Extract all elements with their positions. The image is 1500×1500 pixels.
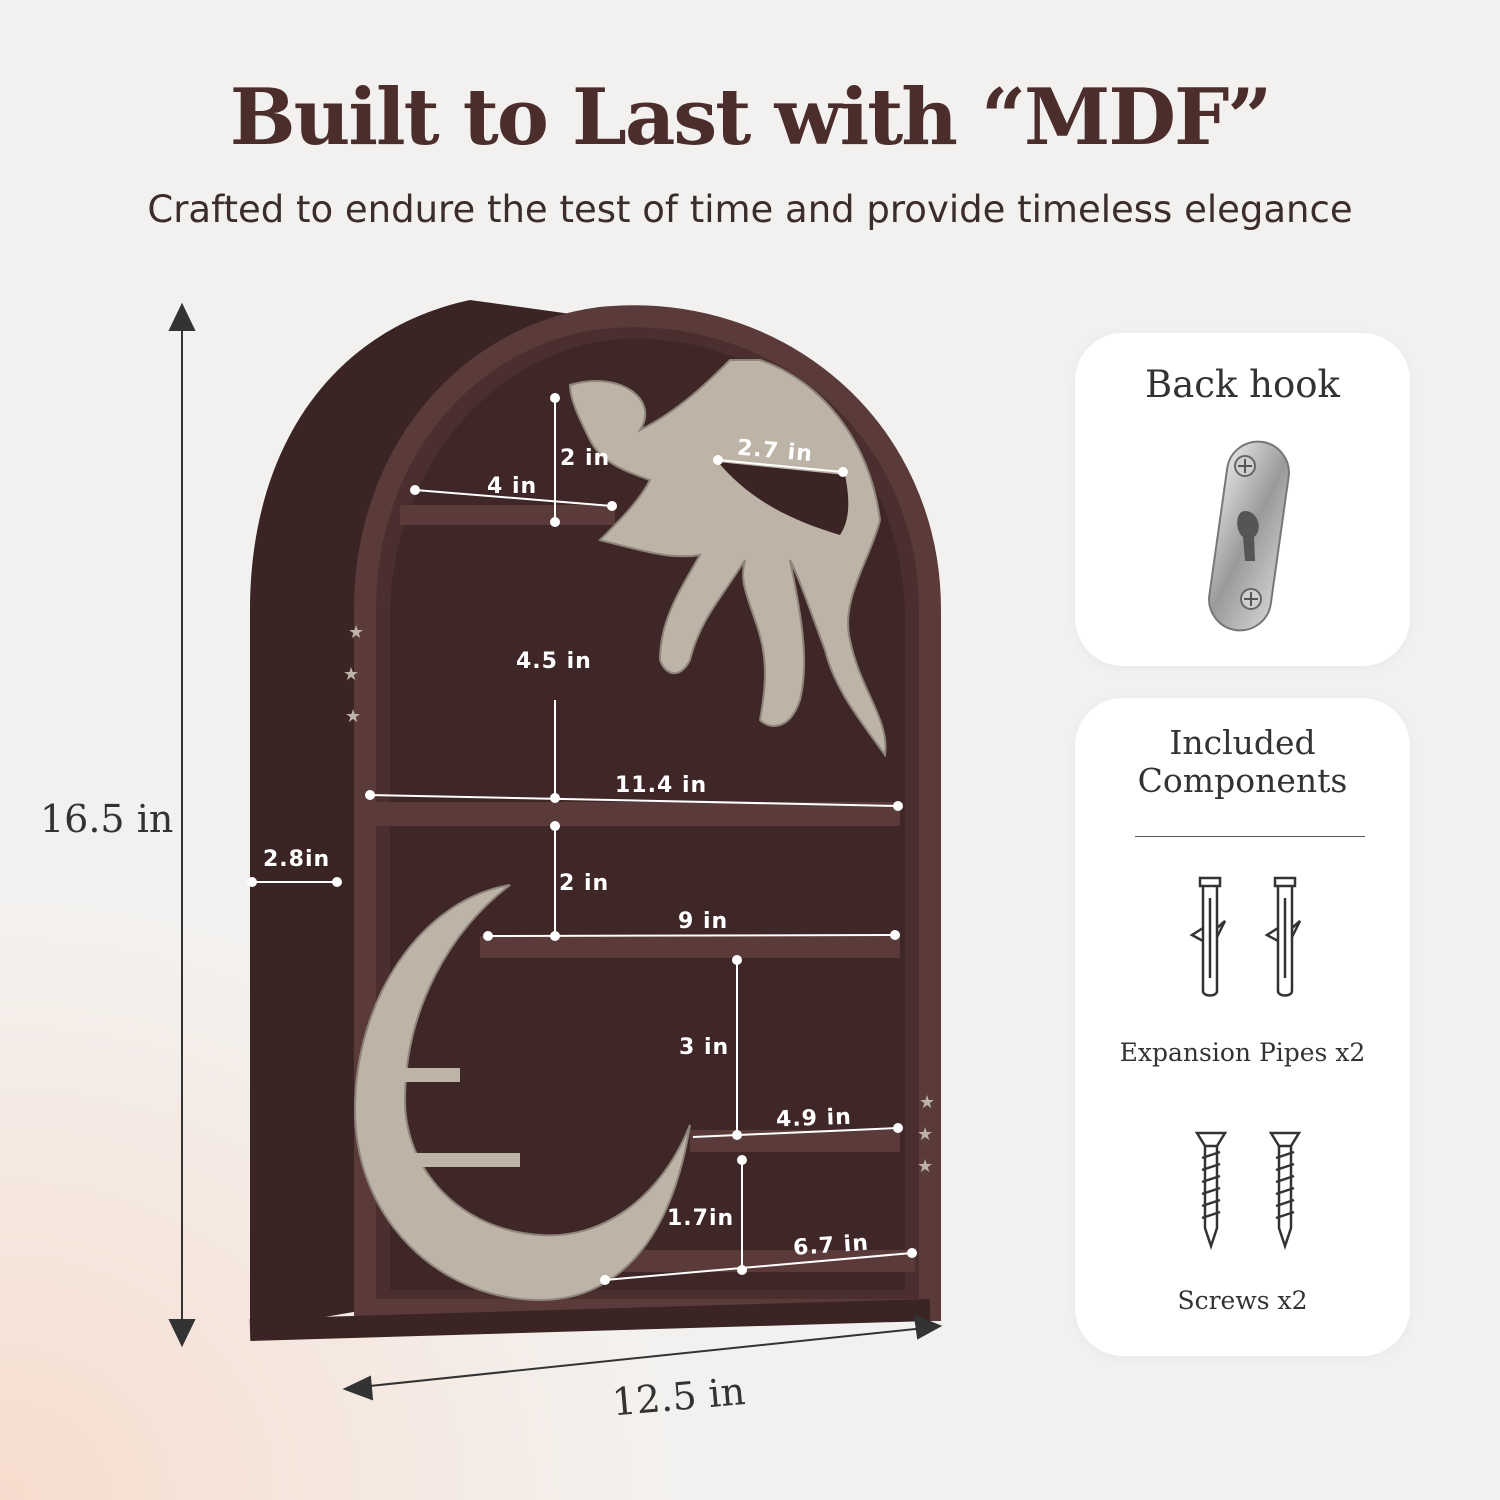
screw-icon [1194, 1131, 1302, 1250]
hook-icon [1208, 440, 1290, 632]
label-middle-shelf-width: 9 in [678, 909, 728, 934]
label-lower-gap: 3 in [679, 1035, 729, 1060]
back-hook-title: Back hook [1145, 363, 1340, 406]
page-subtitle: Crafted to endure the test of time and p… [147, 188, 1353, 231]
height-label: 16.5 in [40, 797, 173, 841]
label-top-shelf-gap: 2 in [560, 446, 610, 471]
shelf-board-top [400, 505, 615, 525]
label-bottom-gap: 1.7in [667, 1206, 734, 1231]
label-upper-gap: 4.5 in [516, 649, 592, 674]
moon-icon [353, 884, 691, 1302]
svg-text:★: ★ [343, 664, 359, 685]
anchor-icon [1189, 876, 1302, 997]
svg-text:★: ★ [919, 1092, 935, 1113]
components-title-line2: Components [1137, 761, 1348, 800]
label-top-shelf-width: 4 in [487, 474, 537, 499]
label-middle-gap: 2 in [559, 871, 609, 896]
height-arrow [168, 302, 196, 1348]
label-depth: 2.8in [263, 847, 330, 872]
shelf-board-full [370, 802, 900, 826]
svg-text:★: ★ [917, 1124, 933, 1145]
screws-label: Screws x2 [1177, 1286, 1308, 1315]
label-bottom-shelf-width: 6.7 in [792, 1231, 869, 1261]
shelf-board-middle [480, 936, 900, 958]
star-icon: ★ ★ ★ ★ ★ ★ [343, 622, 935, 1177]
shelf-frame [354, 305, 941, 1321]
components-divider [1135, 836, 1365, 837]
sun-icon [568, 359, 887, 758]
shelf-side [250, 300, 600, 1330]
expansion-pipes-label: Expansion Pipes x2 [1119, 1038, 1366, 1067]
measure-lines [247, 393, 917, 1285]
components-title-line1: Included [1169, 723, 1316, 762]
svg-text:★: ★ [917, 1156, 933, 1177]
width-label: 12.5 in [610, 1369, 747, 1424]
components-card: Included Components Expansion Pipes x2 S… [1075, 698, 1410, 1356]
svg-text:★: ★ [345, 706, 361, 727]
sun-inner-shelf [718, 462, 849, 535]
shelf-board-bottom [605, 1250, 915, 1272]
label-full-shelf-width: 11.4 in [615, 773, 707, 798]
svg-text:★: ★ [348, 622, 364, 643]
page-title: Built to Last with “MDF” [229, 72, 1273, 163]
label-lower-shelf-width: 4.9 in [776, 1105, 853, 1133]
width-arrow [342, 1314, 943, 1401]
back-hook-card: Back hook [1075, 333, 1410, 666]
